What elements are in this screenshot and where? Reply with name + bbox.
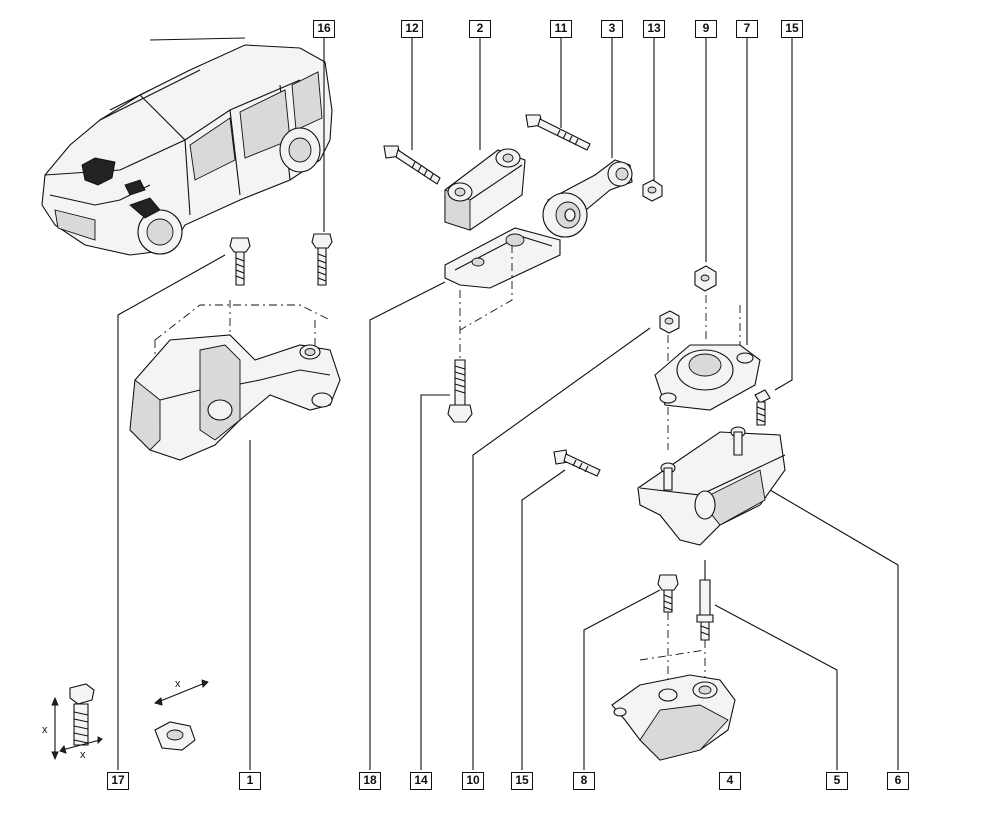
legend-x-vertical-label: x — [42, 724, 48, 736]
part-4-lower-bracket — [611, 612, 736, 761]
callout-10[interactable]: 10 — [462, 772, 484, 790]
callout-12[interactable]: 12 — [401, 20, 423, 38]
part-16-bolt — [311, 233, 333, 286]
callout-8[interactable]: 8 — [573, 772, 595, 790]
callout-15-bottom[interactable]: 15 — [511, 772, 533, 790]
part-13-nut — [642, 179, 663, 202]
callout-4[interactable]: 4 — [719, 772, 741, 790]
part-12-bolt — [383, 145, 441, 185]
part-1-mount-bracket — [129, 300, 341, 461]
callout-18[interactable]: 18 — [359, 772, 381, 790]
callout-6[interactable]: 6 — [887, 772, 909, 790]
part-6-support-bracket — [637, 426, 786, 546]
part-10-nut — [659, 310, 680, 334]
callout-9[interactable]: 9 — [695, 20, 717, 38]
callout-17[interactable]: 17 — [107, 772, 129, 790]
legend-x-horizontal-label: x — [80, 749, 86, 761]
legend-nut-x-label: x — [175, 678, 181, 690]
callout-5[interactable]: 5 — [826, 772, 848, 790]
callout-16[interactable]: 16 — [313, 20, 335, 38]
part-8-bolt — [657, 574, 679, 613]
callout-11[interactable]: 11 — [550, 20, 572, 38]
callout-2[interactable]: 2 — [469, 20, 491, 38]
callout-14[interactable]: 14 — [410, 772, 432, 790]
callout-3[interactable]: 3 — [601, 20, 623, 38]
part-3-torque-rod — [542, 159, 633, 238]
part-15-bolt-left — [553, 449, 601, 477]
part-11-bolt — [525, 114, 591, 151]
bolt-dimension-legend — [51, 683, 103, 761]
part-2-torque-rod-bracket — [444, 148, 526, 231]
part-17-bolt — [229, 237, 251, 286]
part-15-bolt-top — [754, 389, 771, 426]
callout-13[interactable]: 13 — [643, 20, 665, 38]
callout-7[interactable]: 7 — [736, 20, 758, 38]
nut-dimension-legend — [154, 679, 209, 751]
part-5-stud — [696, 560, 714, 641]
part-7-hydraulic-mount — [654, 295, 761, 450]
part-14-bolt — [447, 359, 473, 423]
callout-1[interactable]: 1 — [239, 772, 261, 790]
part-9-nut — [694, 265, 717, 292]
vehicle-locator-illustration — [41, 37, 333, 256]
leader-lines — [117, 36, 899, 770]
part-18-plate — [444, 227, 561, 360]
callout-15-top[interactable]: 15 — [781, 20, 803, 38]
